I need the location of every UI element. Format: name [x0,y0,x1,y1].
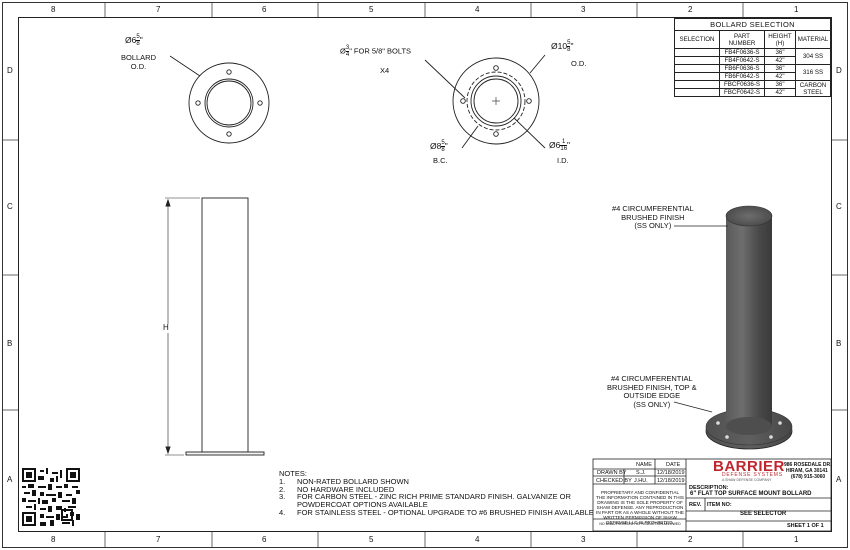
table-header: SELECTION [674,30,720,49]
bollard-od-label: BOLLARD O.D. [121,53,157,71]
title-block-frame [592,458,832,532]
bolt-hole-count: X4 [380,66,390,75]
description-text: 6" FLAT TOP SURFACE MOUNT BOLLARD [690,491,812,497]
drawn-by-label: DRAWN BY [597,470,627,476]
checked-by-label: CHECKED BY [596,478,632,484]
qr-code [22,468,80,526]
material-cell: 316 SS [795,64,831,81]
column-ticks [3,3,847,547]
bollard-selection-table: BOLLARD SELECTION SELECTION PART NUMBER … [674,18,831,97]
bollard-top-view [169,55,270,144]
fine-print: NO UNAUTHORIZED REPRODUCTION ALLOWED [599,522,681,526]
height-dimension-label: H [163,323,169,333]
base-od-label: O.D. [571,59,587,68]
drawn-by-name: S.J. [636,470,646,476]
note-item: 2.NO HARDWARE INCLUDED [279,484,395,494]
column-label: 8 [51,5,56,14]
table-header: MATERIAL [795,30,831,49]
description-label: DESCRIPTION: [689,485,729,491]
bolt-circle-label: B.C. [433,156,448,165]
sheet-number: SHEET 1 OF 1 [787,523,824,529]
base-finish-note: #4 CIRCUMFERENTIAL BRUSHED FINISH, TOP &… [607,374,697,409]
row-label: B [836,339,842,348]
checked-by-name: J.HU. [634,478,648,484]
date-column-header: DATE [666,462,681,468]
column-label: 8 [51,535,56,544]
column-label: 3 [581,535,586,544]
column-label: 5 [369,535,374,544]
column-label: 4 [475,535,480,544]
row-label: C [836,202,842,211]
drawn-date: 12/18/2019 [657,470,685,476]
company-logo-tagline: A SHAW DEFENSE COMPANY [722,478,772,482]
row-label: C [7,202,13,211]
note-item: 1.NON-RATED BOLLARD SHOWN [279,476,409,486]
company-logo-wordmark: BARRIER [713,458,785,475]
row-label: A [7,475,13,484]
column-label: 7 [156,5,161,14]
column-label: 6 [262,5,267,14]
name-column-header: NAME [636,462,652,468]
row-label: A [836,475,842,484]
row-label: D [836,66,842,75]
selection-table-caption: BOLLARD SELECTION [674,18,831,31]
address-line: (678) 915-3060 [791,474,826,480]
inner-diameter-label: I.D. [557,156,569,165]
base-plate-top-view [424,54,546,149]
address-line: HIRAM, GA 30141 [786,468,828,474]
row-label: B [7,339,13,348]
column-label: 6 [262,535,267,544]
company-logo-subtitle: DEFENSE SYSTEMS [722,472,783,478]
item-number-label: ITEM NO: [707,502,732,508]
column-label: 2 [688,535,693,544]
general-notes: NOTES: 1.NON-RATED BOLLARD SHOWN 2.NO HA… [279,470,597,517]
proprietary-notice: PROPRIETARY AND CONFIDENTIAL THE INFORMA… [596,490,684,525]
bollard-3d-render [673,205,793,450]
column-label: 5 [369,5,374,14]
checked-date: 12/18/2019 [657,478,685,484]
address-line: 986 ROSEDALE DR. [784,462,832,468]
material-cell: 304 SS [795,48,831,65]
table-header: HEIGHT (H) [764,30,796,49]
column-label: 2 [688,5,693,14]
table-header: PART NUMBER [719,30,765,49]
column-label: 1 [794,535,799,544]
note-item: 3.FOR CARBON STEEL - ZINC RICH PRIME STA… [279,492,571,510]
note-item: 4.FOR STAINLESS STEEL - OPTIONAL UPGRADE… [279,507,594,517]
notes-title: NOTES: [279,469,307,478]
material-cell: CARBON STEEL [795,80,831,97]
column-label: 3 [581,5,586,14]
column-label: 7 [156,535,161,544]
revision-label: REV. [689,502,702,508]
row-label: D [7,66,13,75]
top-finish-note: #4 CIRCUMFERENTIAL BRUSHED FINISH (SS ON… [612,204,694,230]
item-number-value: SEE SELECTOR [740,511,787,517]
column-label: 1 [794,5,799,14]
bollard-side-elevation [165,197,265,456]
column-label: 4 [475,5,480,14]
